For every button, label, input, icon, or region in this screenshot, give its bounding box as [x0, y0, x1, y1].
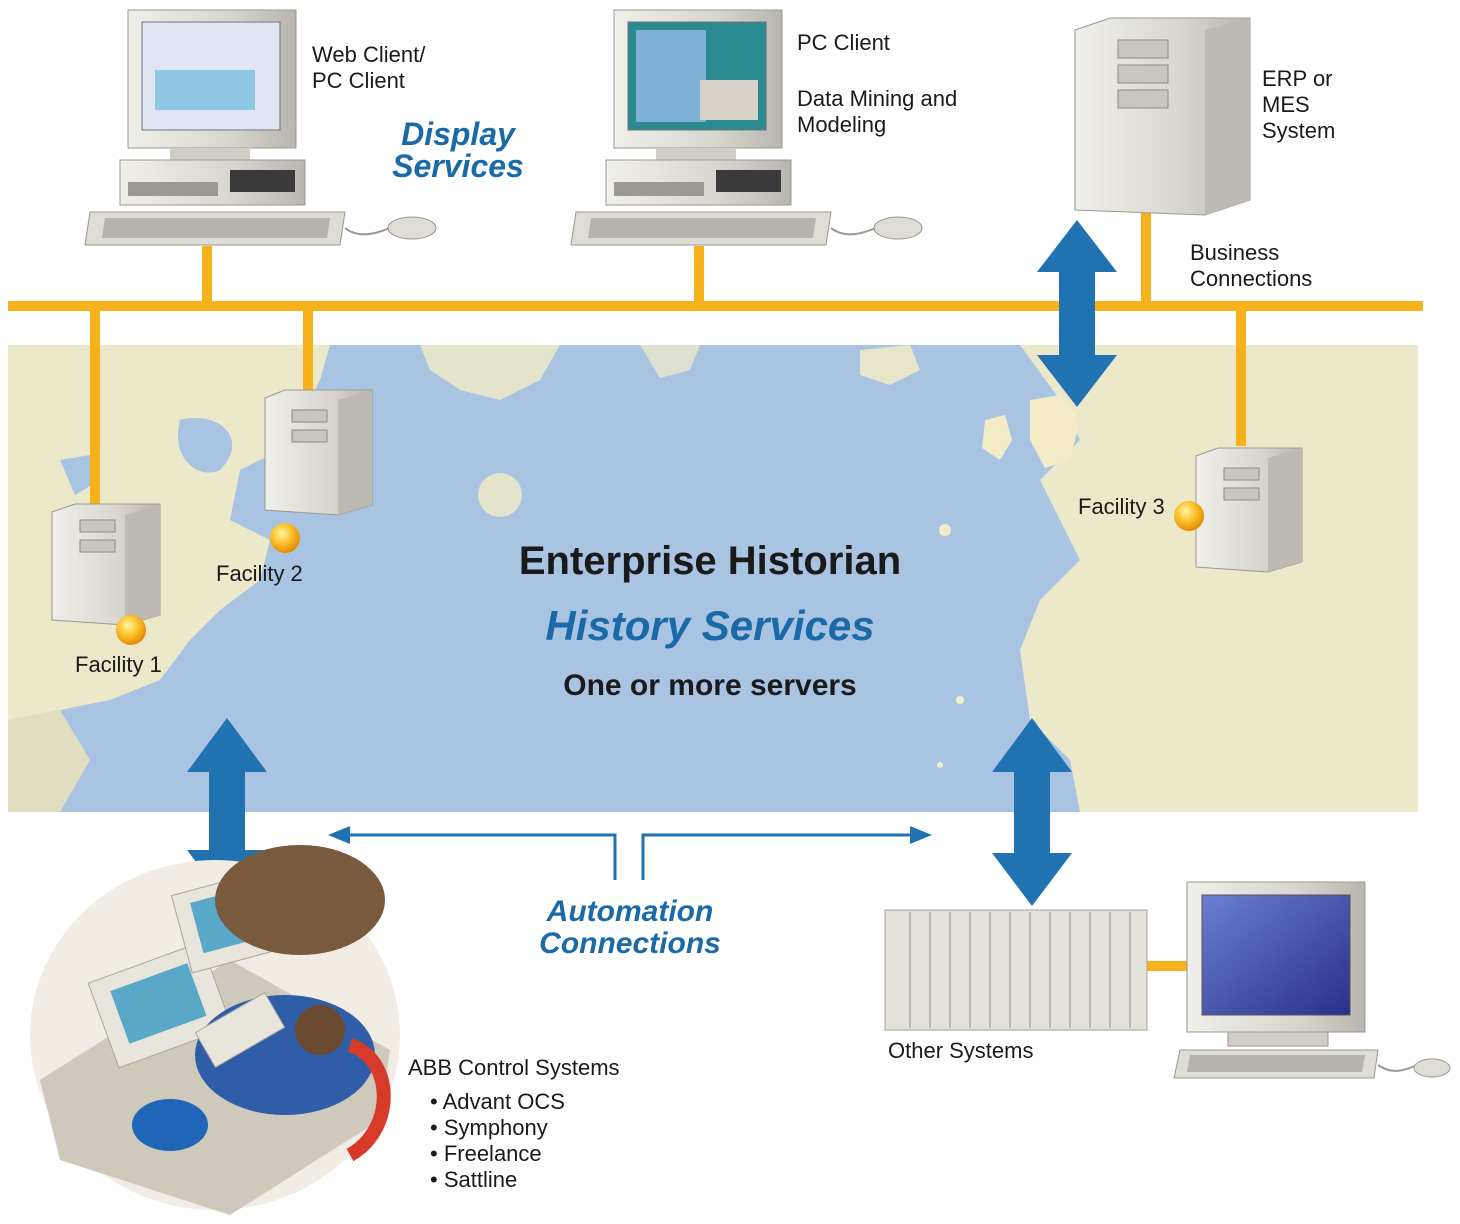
abb-connection-arrow: [187, 718, 267, 903]
facility-3-label: Facility 3: [1078, 494, 1165, 519]
business-connection-arrow: [1037, 220, 1117, 407]
historian-title: Enterprise Historian: [518, 539, 902, 583]
abb-systems-title: ABB Control Systems: [408, 1055, 620, 1080]
abb-item: • Freelance: [430, 1141, 542, 1166]
erp-server: [1074, 17, 1251, 216]
web-client-label: Web Client/ PC Client: [312, 42, 426, 93]
abb-item: • Symphony: [430, 1115, 548, 1140]
abb-operator-photo: [30, 845, 400, 1215]
facility-3-server: [1195, 447, 1303, 573]
world-map: [8, 345, 1418, 812]
erp-system-label: ERP or MES System: [1262, 66, 1336, 143]
abb-item: • Sattline: [430, 1167, 518, 1192]
abb-item: • Advant OCS: [430, 1089, 565, 1114]
facility-1-server: [51, 503, 161, 626]
automation-connections-title: Automation Connections: [539, 895, 721, 960]
display-services-title: Display Services: [392, 116, 524, 184]
automation-connector: [345, 833, 915, 880]
automation-arrowhead-left: [328, 826, 350, 844]
facility-2-label: Facility 2: [216, 561, 303, 586]
other-connection-arrow: [992, 718, 1072, 906]
facility-1-label: Facility 1: [75, 652, 162, 677]
other-systems-label: Other Systems: [888, 1038, 1034, 1063]
facility-2-indicator: [270, 523, 300, 553]
pc-client-pc: [570, 9, 923, 246]
facility-1-indicator: [116, 615, 146, 645]
network-bus: [8, 210, 1423, 971]
facility-2-server: [264, 389, 373, 516]
data-mining-label: Data Mining and Modeling: [797, 86, 958, 137]
facility-3-indicator: [1174, 501, 1204, 531]
other-systems-rack: [884, 909, 1148, 1031]
servers-label: One or more servers: [563, 669, 857, 702]
web-client-pc: [84, 9, 437, 246]
automation-arrowhead-right: [910, 826, 932, 844]
business-connections-label: Business Connections: [1190, 240, 1313, 291]
pc-client-label: PC Client: [797, 30, 890, 55]
other-systems-workstation: [1173, 881, 1451, 1079]
history-services-title: History Services: [545, 602, 875, 649]
